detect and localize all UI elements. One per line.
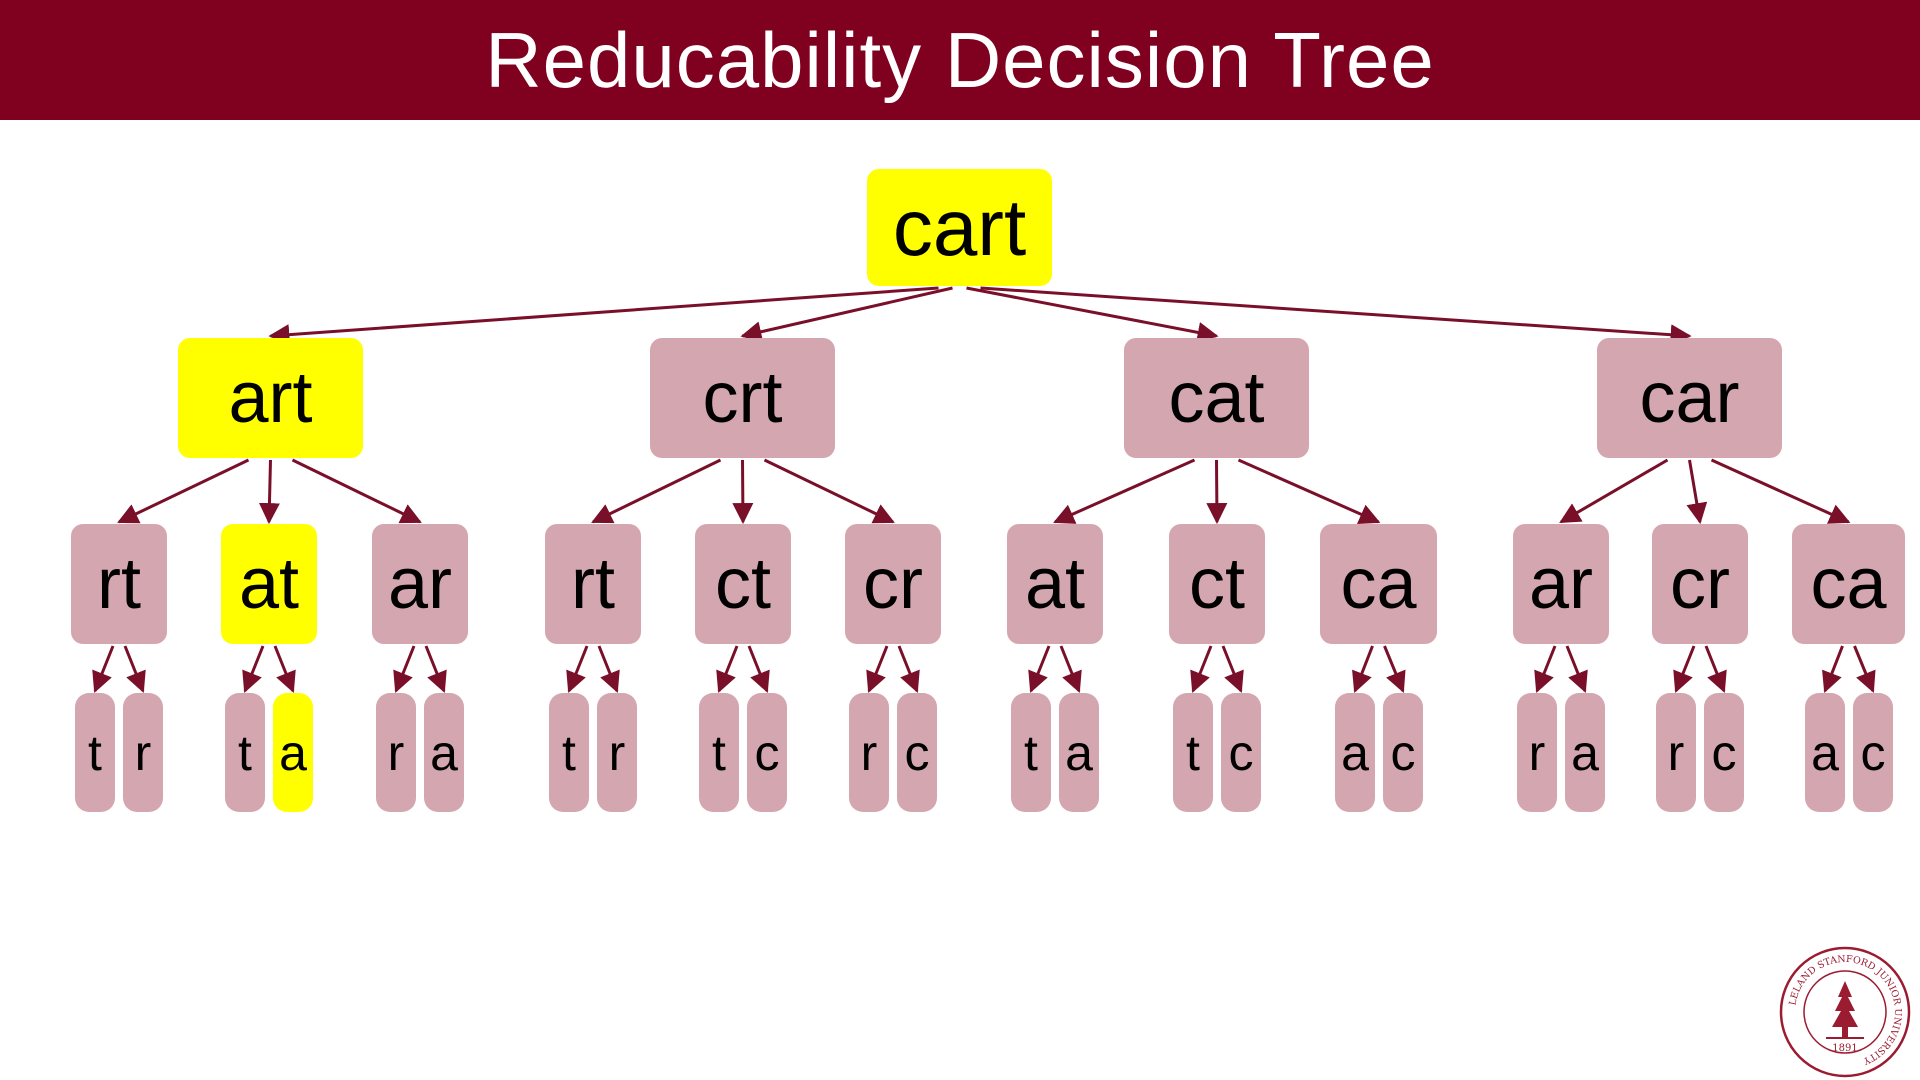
tree-node-leaf: t [549, 693, 589, 812]
tree-node-leaf: c [1221, 693, 1261, 812]
edge-root-to-level1 [268, 286, 939, 346]
edge-level2-to-leaf [1190, 645, 1213, 693]
tree-node-level2: cr [1652, 524, 1748, 644]
edge-level1-to-level2 [1206, 459, 1228, 525]
tree-node-leaf: t [225, 693, 265, 812]
tree-node-level2: ct [1169, 524, 1265, 644]
edge-level1-to-level2 [763, 458, 895, 524]
tree-node-leaf: r [849, 693, 889, 812]
tree-node-level1: art [178, 338, 363, 458]
edge-level2-to-leaf [897, 645, 920, 693]
edge-level1-to-level2 [1053, 458, 1196, 524]
edge-level2-to-leaf [716, 645, 739, 693]
edge-root-to-level1 [966, 286, 1219, 343]
edge-root-to-level1 [740, 286, 953, 343]
tree-node-leaf: c [1853, 693, 1893, 812]
edge-level2-to-leaf [1534, 645, 1557, 693]
tree-node-level2: ar [372, 524, 468, 644]
tree-node-leaf: c [1383, 693, 1423, 812]
tree-node-leaf: r [123, 693, 163, 812]
tree-node-level2: ct [695, 524, 791, 644]
tree-node-level2: at [1007, 524, 1103, 644]
edge-level2-to-leaf [123, 645, 146, 693]
tree-node-level2: ca [1792, 524, 1905, 644]
tree-node-leaf: c [897, 693, 937, 812]
university-seal-icon: LELAND STANFORD JUNIOR UNIVERSITY 1891 [1779, 946, 1911, 1078]
edge-level1-to-level2 [732, 459, 754, 525]
tree-node-leaf: t [699, 693, 739, 812]
tree-node-level2: rt [545, 524, 641, 644]
edge-level2-to-leaf [597, 645, 620, 693]
tree-node-leaf: c [747, 693, 787, 812]
tree-node-leaf: a [1805, 693, 1845, 812]
tree-node-leaf: t [1011, 693, 1051, 812]
seal-year: 1891 [1832, 1043, 1857, 1054]
tree-node-leaf: a [1565, 693, 1605, 812]
edge-level2-to-leaf [1059, 645, 1082, 693]
edge-level2-to-leaf [1383, 645, 1406, 693]
tree-node-root: cart [867, 169, 1052, 286]
edge-level1-to-level2 [1710, 458, 1851, 524]
edge-level2-to-leaf [747, 645, 770, 693]
edge-level1-to-level2 [117, 458, 250, 524]
tree-node-level2: ar [1513, 524, 1609, 644]
edge-level1-to-level2 [291, 458, 422, 524]
edge-level1-to-level2 [1559, 458, 1669, 524]
tree-node-level1: crt [650, 338, 835, 458]
edge-level2-to-leaf [242, 645, 265, 693]
edge-level1-to-level2 [1686, 459, 1708, 525]
tree-node-leaf: r [1517, 693, 1557, 812]
tree-node-leaf: a [273, 693, 313, 812]
tree-node-leaf: r [597, 693, 637, 812]
edge-level2-to-leaf [424, 645, 447, 693]
tree-node-leaf: t [1173, 693, 1213, 812]
edge-level2-to-leaf [1704, 645, 1727, 693]
edge-level2-to-leaf [566, 645, 589, 693]
tree-node-leaf: a [1059, 693, 1099, 812]
tree-node-leaf: a [1335, 693, 1375, 812]
tree-node-leaf: a [424, 693, 464, 812]
edge-level1-to-level2 [258, 459, 280, 525]
edge-level2-to-leaf [1822, 645, 1844, 693]
edge-level1-to-level2 [591, 458, 722, 524]
edge-level2-to-leaf [92, 645, 115, 693]
tree-node-level1: car [1597, 338, 1782, 458]
edge-level2-to-leaf [393, 645, 416, 693]
edge-level1-to-level2 [1237, 458, 1381, 524]
edge-level2-to-leaf [1221, 645, 1244, 693]
edge-level2-to-leaf [1673, 645, 1696, 693]
tree-node-leaf: r [1656, 693, 1696, 812]
edge-level2-to-leaf [866, 645, 889, 693]
edge-root-to-level1 [980, 286, 1692, 346]
edge-level2-to-leaf [273, 645, 296, 693]
edge-level2-to-leaf [1028, 645, 1051, 693]
title-bar: Reducability Decision Tree [0, 0, 1920, 120]
tree-node-level2: at [221, 524, 317, 644]
tree-node-leaf: c [1704, 693, 1744, 812]
page-title: Reducability Decision Tree [485, 16, 1435, 104]
edge-level2-to-leaf [1352, 645, 1374, 693]
tree-emblem-icon [1826, 981, 1864, 1039]
tree-node-level2: ca [1320, 524, 1437, 644]
tree-node-level1: cat [1124, 338, 1309, 458]
tree-node-level2: rt [71, 524, 167, 644]
edge-level2-to-leaf [1565, 645, 1588, 693]
tree-node-leaf: r [376, 693, 416, 812]
tree-node-leaf: t [75, 693, 115, 812]
tree-node-level2: cr [845, 524, 941, 644]
edge-level2-to-leaf [1853, 645, 1876, 693]
